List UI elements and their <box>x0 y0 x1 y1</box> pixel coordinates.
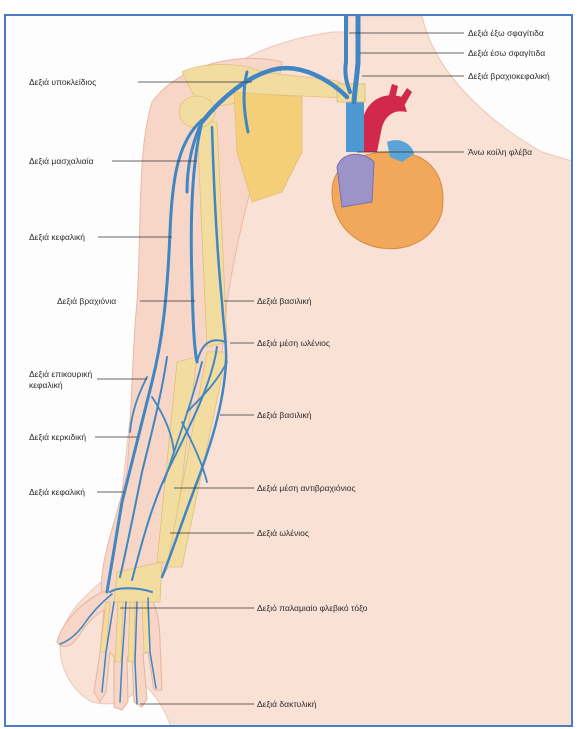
label-cephalic-lower: Δεξιά κεφαλική <box>29 487 85 497</box>
label-median-antebrachial: Δεξιά μέση αντιβραχιόνιος <box>257 483 356 493</box>
label-brachial: Δεξιά βραχιόνια <box>57 296 116 306</box>
label-radial: Δεξιά κερκιδική <box>29 432 86 442</box>
diagram-frame: Δεξιά έξω σφαγίτιδα Δεξιά έσω σφαγίτιδα … <box>4 14 573 727</box>
label-median-cubital: Δεξιά μέση ωλένιος <box>257 338 330 348</box>
label-basilic-upper: Δεξιά βασιλική <box>257 296 312 306</box>
label-subclavian: Δεξιά υποκλείδιος <box>29 77 96 87</box>
label-axillary: Δεξιά μασχαλιαία <box>29 156 94 166</box>
label-internal-jugular: Δεξιά έσω σφαγίτιδα <box>468 48 545 58</box>
label-brachiocephalic: Δεξιά βραχιοκεφαλική <box>468 71 550 81</box>
label-external-jugular: Δεξιά έξω σφαγίτιδα <box>468 28 544 38</box>
label-ulnar: Δεξιά ωλένιος <box>257 528 309 538</box>
label-superior-vena-cava: Άνω κοίλη φλέβα <box>468 147 532 157</box>
label-basilic-lower: Δεξιά βασιλική <box>257 410 312 420</box>
label-accessory-cephalic: Δεξιά επικουρική κεφαλική <box>29 369 101 391</box>
veins-of-right-arm-diagram: Δεξιά έξω σφαγίτιδα Δεξιά έσω σφαγίτιδα … <box>6 16 573 727</box>
label-digital: Δεξιά δακτυλική <box>257 699 317 709</box>
label-cephalic-upper: Δεξιά κεφαλική <box>29 232 85 242</box>
label-palmar-arch: Δεξιό παλαμιαίο φλεβικό τόξο <box>257 603 368 613</box>
label-accessory-cephalic-box: Δεξιά επικουρική κεφαλική <box>29 369 101 395</box>
